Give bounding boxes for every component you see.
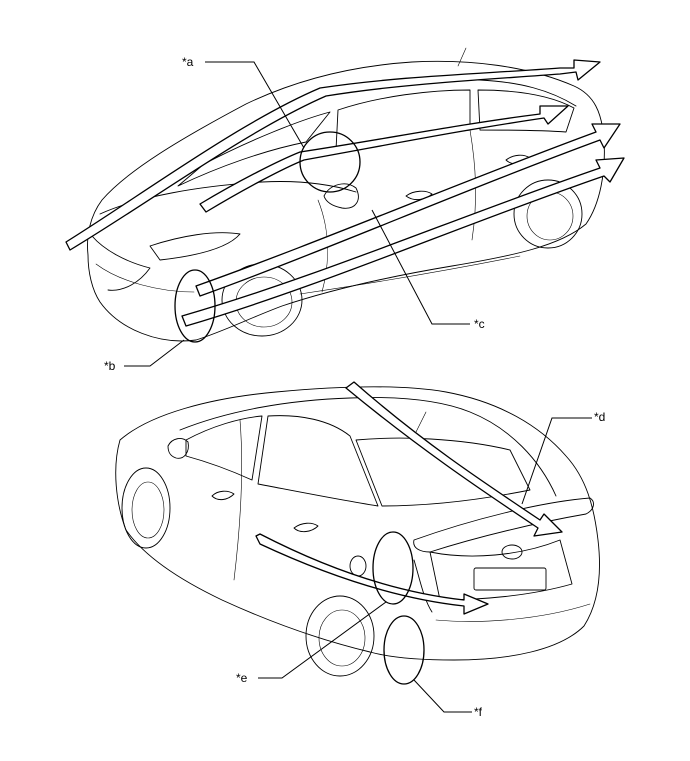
rear-car-hatch	[429, 539, 573, 601]
front-arrow-1	[65, 59, 601, 251]
front-car-door-handle-front	[405, 190, 433, 201]
front-car-grille	[91, 235, 151, 291]
callout-f-label: *f	[474, 705, 483, 719]
rear-car-front-rim	[131, 481, 165, 539]
front-arrow-2	[199, 105, 569, 213]
rear-airflow-arrows	[255, 381, 563, 615]
front-marked-area-b	[174, 269, 216, 343]
rear-car-license-plate	[473, 567, 547, 591]
rear-car-door-edge	[233, 419, 242, 581]
front-marked-area-a	[299, 131, 361, 193]
callout-c-label: *c	[474, 317, 485, 331]
leader-e	[258, 601, 387, 679]
rear-car-rear-wheel	[305, 595, 375, 677]
front-car-rear-wheel	[513, 179, 583, 249]
rear-car-antenna	[415, 411, 427, 433]
leader-b	[124, 339, 185, 367]
rear-car-illustration	[115, 386, 600, 677]
rear-arrow-1	[345, 381, 563, 537]
rear-marked-area-e	[372, 531, 414, 605]
front-arrow-3	[195, 123, 621, 297]
front-car-bumper-line	[95, 263, 195, 293]
rear-car-emblem	[501, 544, 523, 560]
leader-d	[521, 417, 592, 505]
rear-car-side-mirror	[167, 438, 189, 459]
rear-car-rear-window	[257, 415, 379, 507]
front-arrow-4	[181, 157, 625, 327]
front-car-side-mirror	[323, 183, 359, 209]
rear-car-body-outline	[115, 386, 600, 661]
front-car-headlight	[149, 232, 241, 261]
rear-car-rear-rim	[318, 609, 366, 667]
front-airflow-arrows	[65, 59, 625, 327]
callout-a-label: *a	[182, 55, 194, 69]
rear-car-rear-glass	[355, 437, 531, 507]
rear-car-front-wheel	[121, 467, 171, 549]
rear-car-door-handle-rear	[293, 522, 319, 533]
rear-arrow-2	[255, 533, 489, 615]
front-car-rear-window	[477, 89, 575, 133]
rear-car-fuel-door	[349, 555, 367, 577]
front-car-roofline	[169, 79, 577, 177]
callout-e-label: *e	[236, 671, 248, 685]
rear-marked-area-f	[383, 615, 425, 685]
front-car-sill-line	[299, 255, 521, 295]
leader-f	[413, 679, 472, 713]
rear-car-roofline	[179, 397, 557, 497]
callout-d-label: *d	[594, 410, 605, 424]
front-car-antenna	[457, 47, 467, 67]
rear-car-front-window	[185, 415, 263, 481]
rear-car-door-handle-front	[211, 490, 235, 501]
rear-car-spoiler	[413, 497, 594, 553]
callout-b-label: *b	[104, 359, 116, 373]
rear-car-bumper-line	[435, 603, 591, 622]
rear-car-tail-light	[413, 559, 433, 613]
front-car-windshield	[177, 111, 331, 187]
leader-c	[371, 209, 470, 325]
leader-a	[205, 61, 305, 149]
